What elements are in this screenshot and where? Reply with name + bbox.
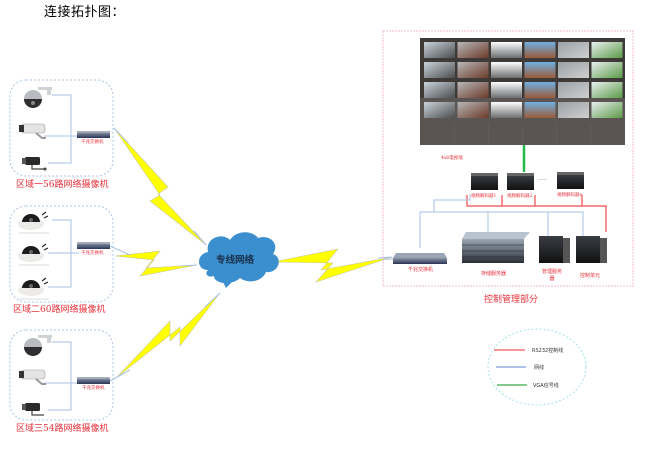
lightning-link-zone-3 bbox=[115, 292, 221, 379]
zone-1-label: 区域一56路网络摄像机 bbox=[16, 180, 109, 190]
video-wall-screen bbox=[558, 62, 589, 78]
video-wall-screen bbox=[524, 42, 556, 58]
cloud-network-icon bbox=[199, 232, 279, 288]
video-wall-screen bbox=[424, 62, 455, 78]
ptz-dome-camera-icon bbox=[24, 335, 52, 356]
decoder-n-icon bbox=[557, 172, 584, 189]
legend-label-vga: VGA信号线 bbox=[533, 383, 559, 389]
video-wall-screen bbox=[491, 82, 522, 98]
zone-2-box bbox=[9, 205, 114, 303]
dome-camera-icon bbox=[18, 277, 49, 300]
bullet-camera-icon bbox=[19, 369, 46, 385]
video-wall-screen bbox=[524, 102, 556, 118]
page-title: 连接拓扑图： bbox=[44, 5, 126, 20]
zone-1-box bbox=[9, 79, 114, 177]
video-wall-screen bbox=[424, 42, 455, 58]
storage-server-icon bbox=[462, 232, 530, 263]
management-server-label: 管理服务器 bbox=[541, 269, 562, 282]
control-section-label: 控制管理部分 bbox=[484, 295, 539, 305]
zone-3-cameras bbox=[19, 335, 52, 416]
storage-server-label: 存储服务器 bbox=[481, 271, 507, 277]
lightning-link-zone-2 bbox=[114, 250, 198, 277]
box-camera-icon bbox=[22, 157, 47, 171]
video-wall-screen bbox=[524, 62, 556, 78]
legend-label-network: 网线 bbox=[534, 365, 545, 371]
control-area-box bbox=[382, 30, 634, 287]
legend-label-rs232: RS232控制线 bbox=[532, 348, 564, 354]
zone-3-label: 区域三54路网络摄像机 bbox=[16, 424, 109, 434]
video-wall bbox=[420, 38, 625, 145]
lightning-link-zone-1 bbox=[113, 127, 207, 246]
legend-ellipse bbox=[487, 328, 587, 406]
core-switch-label: 千兆交换机 bbox=[408, 267, 434, 273]
decoder-1-label: 视频解码器1 bbox=[471, 194, 497, 199]
zone-2-cameras bbox=[18, 211, 49, 300]
decoder-ellipsis: ······ bbox=[538, 178, 547, 183]
core-switch-icon bbox=[393, 253, 447, 264]
video-wall-screen bbox=[558, 102, 589, 118]
video-wall-screen bbox=[491, 102, 522, 118]
zone-1-switch-icon bbox=[77, 131, 110, 138]
video-wall-screen bbox=[491, 62, 522, 78]
decoder-2-icon bbox=[507, 173, 534, 190]
video-wall-screen bbox=[457, 82, 489, 98]
video-wall-screen bbox=[558, 82, 589, 98]
video-wall-screen bbox=[591, 102, 623, 118]
zone-3-switch-icon bbox=[77, 377, 110, 384]
video-wall-screen bbox=[457, 102, 489, 118]
zone-1-switch-label: 千兆交换机 bbox=[81, 140, 104, 145]
zone-2-label: 区域二60路网络摄像机 bbox=[13, 305, 106, 315]
lightning-link-control bbox=[272, 248, 393, 283]
zone-2-switch-icon bbox=[77, 242, 110, 249]
box-camera-icon bbox=[22, 403, 44, 416]
control-unit-icon bbox=[576, 236, 607, 263]
control-unit-label: 控制单元 bbox=[580, 273, 601, 279]
zone-3-switch-label: 千兆交换机 bbox=[82, 386, 105, 391]
decoder-1-icon bbox=[471, 173, 498, 190]
video-wall-screen bbox=[591, 82, 623, 98]
bullet-camera-icon bbox=[19, 123, 46, 139]
zone-2-switch-label: 千兆交换机 bbox=[81, 251, 104, 256]
video-wall-screen bbox=[457, 42, 489, 58]
decoder-n-label: 视频解码器n bbox=[557, 193, 583, 198]
zone-1-cameras bbox=[19, 87, 52, 171]
network-label: 专线网络 bbox=[216, 255, 255, 266]
video-wall-screen bbox=[591, 42, 623, 58]
video-wall-screen bbox=[457, 62, 489, 78]
video-wall-screen bbox=[524, 82, 556, 98]
management-server-icon bbox=[539, 236, 570, 263]
decoder-2-label: 视频解码器2 bbox=[507, 194, 533, 199]
video-wall-screen bbox=[558, 42, 589, 58]
video-wall-screen bbox=[424, 82, 455, 98]
zone-3-box bbox=[9, 329, 114, 421]
ptz-dome-camera-icon bbox=[24, 87, 52, 108]
dome-camera-icon bbox=[18, 243, 49, 266]
video-wall-screen bbox=[591, 62, 623, 78]
video-wall-screen bbox=[424, 102, 455, 118]
video-wall-screen bbox=[491, 42, 522, 58]
dome-camera-icon bbox=[18, 211, 49, 234]
video-wall-label: 4x6电视墙 bbox=[441, 156, 463, 161]
